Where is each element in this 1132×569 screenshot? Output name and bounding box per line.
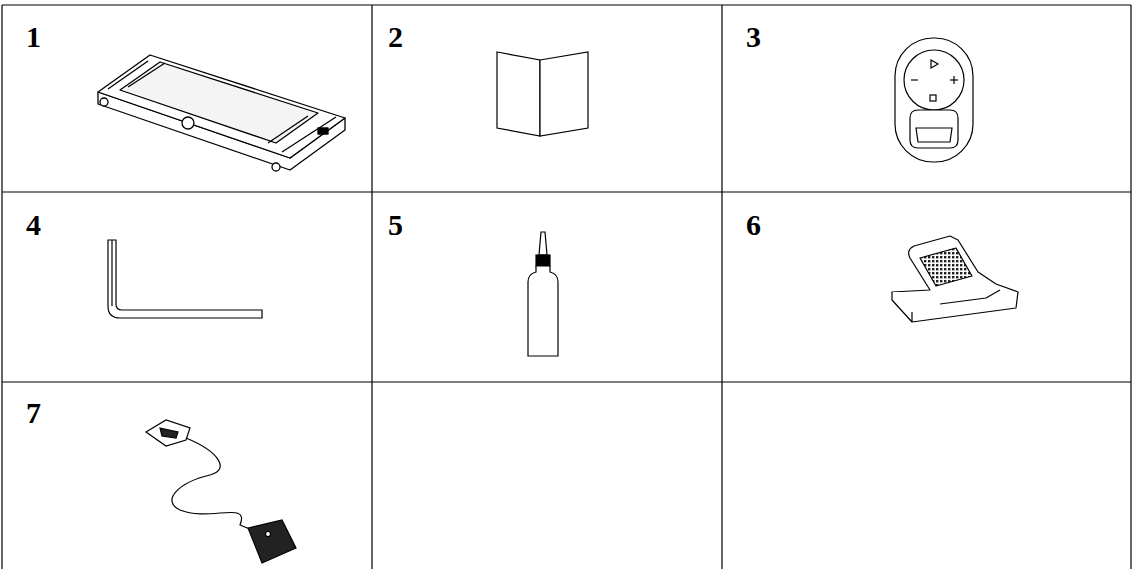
- table-grid: [2, 5, 1131, 569]
- callout-number: 2: [388, 22, 403, 52]
- callout-number: 3: [746, 22, 761, 52]
- callout-number: 6: [746, 210, 761, 240]
- callout-number: 7: [26, 398, 41, 428]
- callout-number: 4: [26, 210, 41, 240]
- treadmill: [98, 55, 345, 171]
- phone-holder: [892, 236, 1018, 322]
- allen-key: [108, 240, 262, 318]
- callout-number: 1: [26, 22, 41, 52]
- manual-book: [497, 52, 588, 136]
- oil-bottle: [528, 232, 558, 356]
- callout-number: 5: [388, 210, 403, 240]
- remote-control: [895, 38, 973, 162]
- safety-key: [146, 420, 296, 563]
